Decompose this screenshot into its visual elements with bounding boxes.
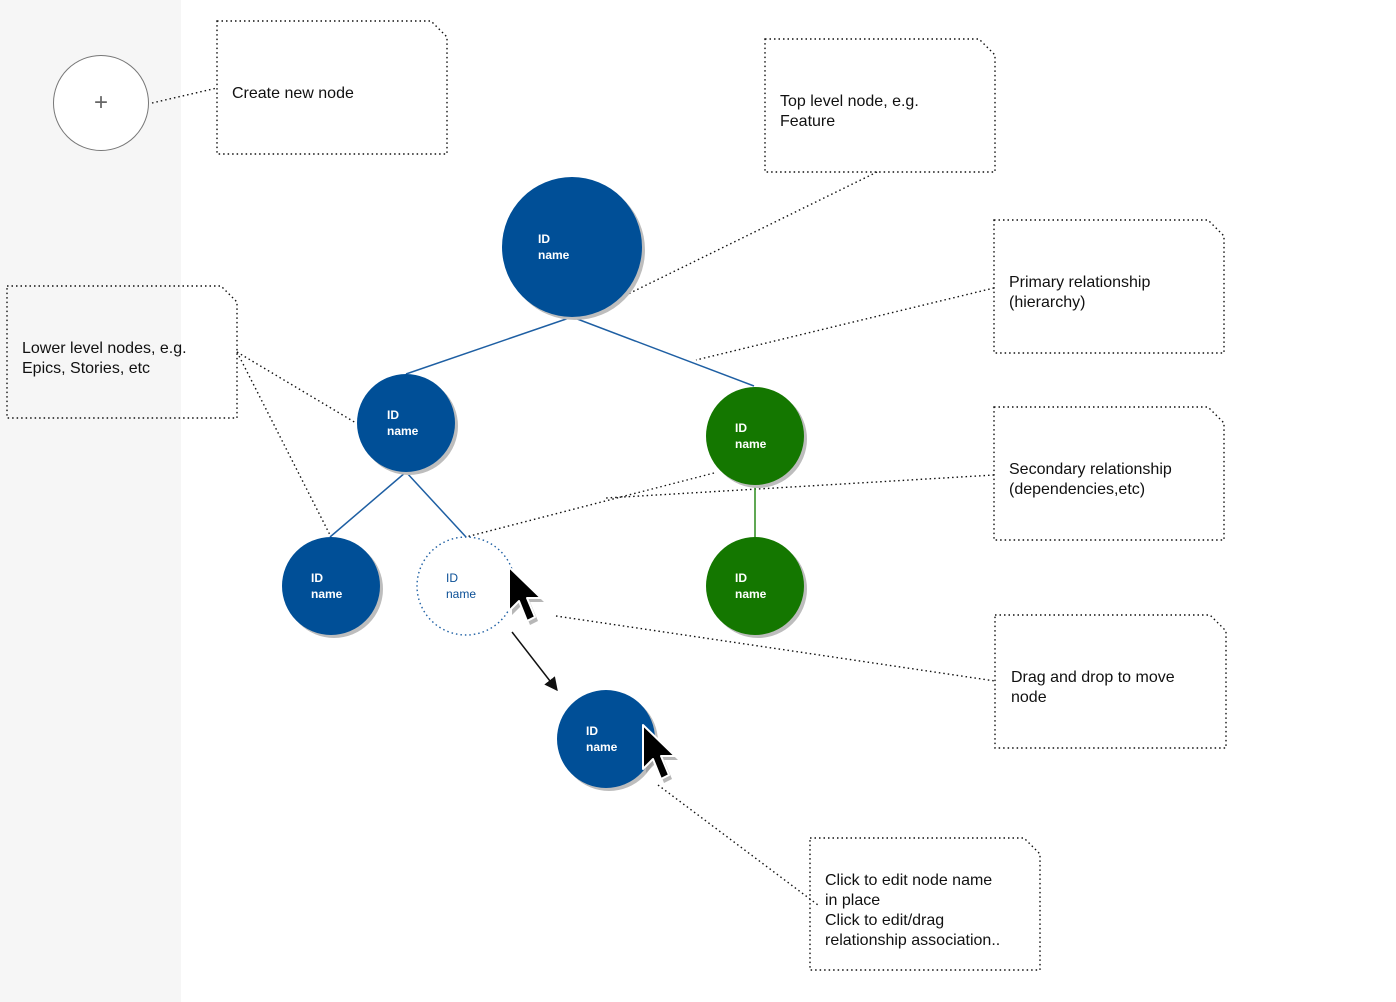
node-leaf-blue-id[interactable]: ID bbox=[311, 571, 323, 585]
node-leaf-placeholder[interactable]: ID name bbox=[416, 536, 516, 636]
node-child-blue-id[interactable]: ID bbox=[387, 408, 399, 422]
leader-top-level bbox=[625, 171, 878, 296]
leader-drag bbox=[555, 615, 996, 682]
note-primary-relationship: Primary relationship (hierarchy) bbox=[1009, 274, 1151, 311]
node-leaf-green[interactable]: ID name bbox=[706, 537, 807, 638]
node-child-green-name[interactable]: name bbox=[735, 437, 767, 451]
node-leaf-placeholder-name[interactable]: name bbox=[446, 587, 476, 601]
leader-primary bbox=[695, 287, 995, 361]
edge-top-to-child-right[interactable] bbox=[571, 316, 755, 387]
leader-secondary-b bbox=[465, 472, 715, 538]
node-dragged-id[interactable]: ID bbox=[586, 724, 598, 738]
node-leaf-green-name[interactable]: name bbox=[735, 587, 767, 601]
node-dragged[interactable]: ID name bbox=[557, 690, 658, 791]
cursor-pointer-icon bbox=[508, 566, 544, 625]
node-dragged-name[interactable]: name bbox=[586, 740, 618, 754]
node-child-green-id[interactable]: ID bbox=[735, 421, 747, 435]
node-leaf-green-id[interactable]: ID bbox=[735, 571, 747, 585]
edge-child-to-leaf-left[interactable] bbox=[329, 471, 407, 538]
note-lower-level-nodes: Lower level nodes, e.g. Epics, Stories, … bbox=[22, 340, 187, 377]
note-box-drag bbox=[994, 614, 1227, 749]
sidebar: + bbox=[0, 0, 181, 1002]
leader-secondary-a bbox=[605, 474, 995, 499]
node-top-id[interactable]: ID bbox=[538, 232, 550, 246]
edge-top-to-child-left[interactable] bbox=[405, 316, 573, 375]
leader-click bbox=[657, 784, 819, 906]
node-child-blue[interactable]: ID name bbox=[357, 374, 458, 475]
node-top-name[interactable]: name bbox=[538, 248, 570, 262]
note-click-to-edit: Click to edit node name in place Click t… bbox=[825, 872, 1001, 949]
leader-lower-level-a bbox=[236, 351, 357, 424]
cursor-pointer-icon bbox=[642, 724, 678, 783]
note-create-new-node: Create new node bbox=[232, 85, 354, 102]
node-leaf-blue-name[interactable]: name bbox=[311, 587, 343, 601]
drag-direction-arrow bbox=[511, 631, 558, 692]
note-top-level-node: Top level node, e.g. Feature bbox=[780, 93, 919, 130]
node-child-green[interactable]: ID name bbox=[706, 387, 807, 488]
note-secondary-relationship: Secondary relationship (dependencies,etc… bbox=[1009, 461, 1172, 498]
note-drag-and-drop: Drag and drop to move node bbox=[1011, 669, 1175, 706]
plus-icon: + bbox=[93, 89, 108, 116]
node-leaf-placeholder-id[interactable]: ID bbox=[446, 571, 458, 585]
node-child-blue-name[interactable]: name bbox=[387, 424, 419, 438]
edge-child-to-leaf-ghost[interactable] bbox=[405, 471, 467, 538]
create-node-button[interactable]: + bbox=[53, 55, 149, 151]
node-leaf-blue[interactable]: ID name bbox=[282, 537, 383, 638]
node-top[interactable]: ID name bbox=[502, 177, 645, 320]
leader-create bbox=[151, 87, 218, 104]
leader-lower-level-b bbox=[236, 351, 331, 536]
